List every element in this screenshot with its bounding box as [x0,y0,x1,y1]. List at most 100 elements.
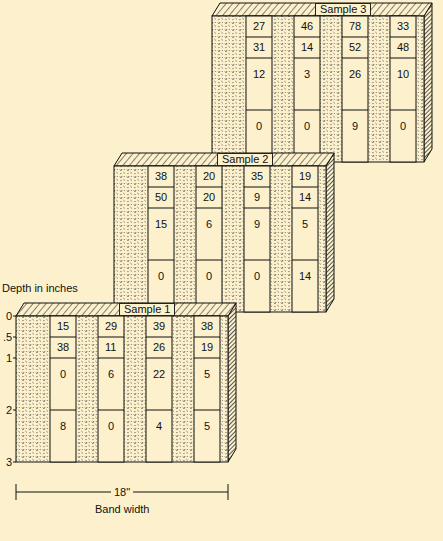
cell-value: 0 [256,120,262,133]
cell-value: 0 [60,368,66,381]
block-top-face [16,303,236,316]
sample-column [148,166,174,312]
cell-value: 26 [349,68,361,81]
cell-value: 5 [302,218,308,231]
row-divider [146,337,172,338]
row-divider [294,37,320,38]
depth-tick [13,337,16,338]
cell-value: 15 [155,218,167,231]
row-divider [292,260,318,261]
row-divider [244,187,270,188]
cell-value: 10 [397,68,409,81]
cell-value: 46 [301,20,313,33]
dimension-tick [228,484,229,500]
row-divider [98,358,124,359]
depth-value: .5 [3,331,12,344]
block-top-face [114,153,334,166]
cell-value: 20 [203,191,215,204]
cell-value: 48 [397,41,409,54]
block-side-face [228,303,236,462]
cell-value: 38 [201,320,213,333]
axis-title: Depth in inches [2,282,78,295]
cell-value: 78 [349,20,361,33]
cell-value: 14 [299,191,311,204]
row-divider [146,410,172,411]
cell-value: 35 [251,170,263,183]
row-divider [50,337,76,338]
cell-value: 38 [155,170,167,183]
cell-value: 50 [155,191,167,204]
row-divider [194,337,220,338]
depth-tick [13,316,16,317]
row-divider [244,208,270,209]
sample-column [246,16,272,162]
cell-value: 5 [204,420,210,433]
cell-value: 52 [349,41,361,54]
cell-value: 3 [304,68,310,81]
row-divider [98,337,124,338]
depth-tick [13,358,16,359]
row-divider [294,58,320,59]
sample-column [342,16,368,162]
cell-value: 22 [153,368,165,381]
row-divider [196,208,222,209]
cell-value: 14 [299,270,311,283]
block-side-face [326,153,334,312]
row-divider [390,37,416,38]
cell-value: 0 [304,120,310,133]
block-front-face [212,16,424,162]
cell-value: 15 [57,320,69,333]
block-front-face [114,166,326,312]
cell-value: 0 [254,270,260,283]
row-divider [98,410,124,411]
block-side-face [424,3,432,162]
row-divider [146,358,172,359]
row-divider [196,260,222,261]
row-divider [342,37,368,38]
row-divider [342,110,368,111]
block-top-face [212,3,432,16]
row-divider [50,410,76,411]
sample-column [196,166,222,312]
cell-value: 33 [397,20,409,33]
sample-column [194,316,220,462]
cell-value: 5 [204,368,210,381]
row-divider [246,37,272,38]
row-divider [148,187,174,188]
row-divider [294,110,320,111]
depth-value: 1 [6,352,12,365]
cell-value: 29 [105,320,117,333]
row-divider [390,110,416,111]
cell-value: 19 [201,341,213,354]
row-divider [390,58,416,59]
sample-column [50,316,76,462]
cell-value: 14 [301,41,313,54]
block-front-face [16,316,228,462]
depth-tick [13,462,16,463]
cell-value: 11 [105,341,116,354]
row-divider [50,358,76,359]
cell-value: 6 [108,368,114,381]
dimension-value: 18" [111,486,133,499]
cell-value: 9 [352,120,358,133]
row-divider [194,358,220,359]
cell-value: 38 [57,341,69,354]
sample-column [390,16,416,162]
row-divider [148,208,174,209]
row-divider [292,208,318,209]
depth-tick [13,410,16,411]
cell-value: 4 [156,420,162,433]
row-divider [244,260,270,261]
sample-column [98,316,124,462]
row-divider [148,260,174,261]
row-divider [342,58,368,59]
cell-value: 19 [299,170,311,183]
row-divider [292,187,318,188]
cell-value: 31 [253,41,265,54]
depth-value: 3 [6,456,12,469]
cell-value: 9 [254,191,260,204]
sample-title: Sample 2 [217,153,273,166]
depth-value: 2 [6,404,12,417]
row-divider [246,58,272,59]
